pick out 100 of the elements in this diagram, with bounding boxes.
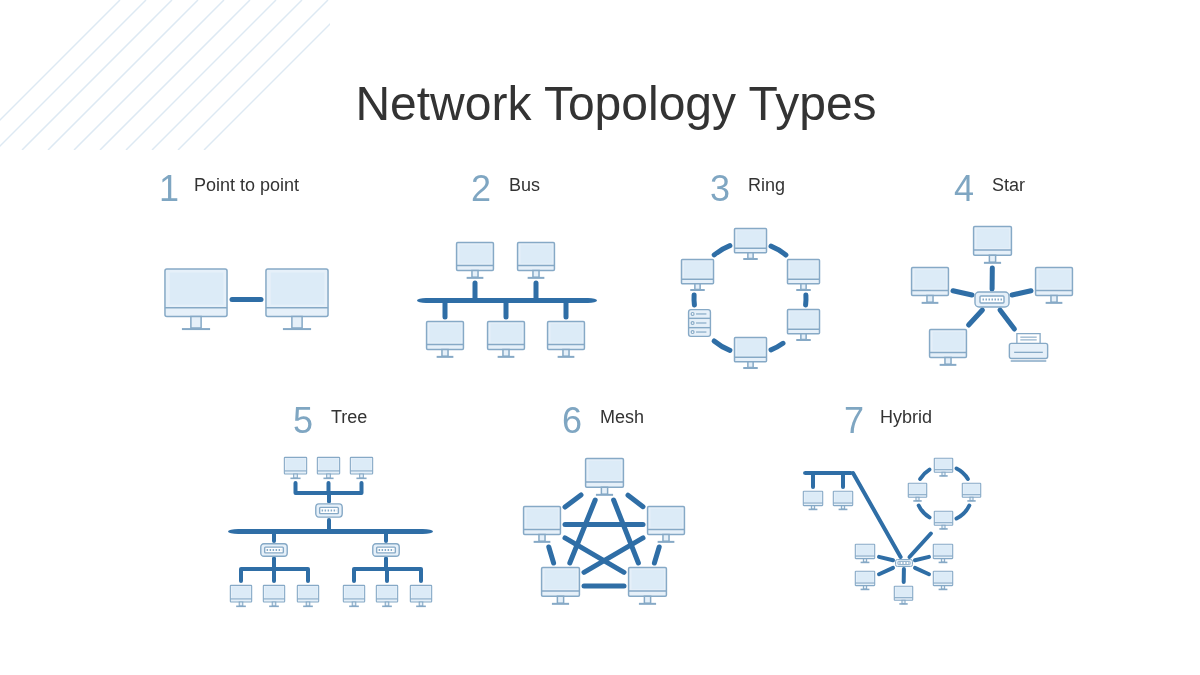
monitor-icon — [803, 491, 823, 510]
section-number: 2 — [471, 171, 492, 207]
switch-icon — [372, 543, 400, 557]
connection-line — [841, 473, 845, 489]
connection-line — [916, 503, 932, 520]
section-number: 1 — [159, 171, 180, 207]
monitor-icon — [343, 585, 365, 607]
topology-name: Star — [992, 176, 1025, 194]
connection-line — [581, 535, 646, 575]
monitor-icon — [929, 329, 967, 366]
connection-line — [768, 243, 789, 258]
connection-line — [563, 300, 569, 320]
monitor-icon — [787, 309, 820, 341]
monitor-icon — [855, 544, 875, 563]
connection-line — [562, 492, 584, 510]
connection-line — [691, 292, 697, 308]
topology-name: Bus — [509, 176, 541, 194]
monitor-icon — [284, 457, 307, 479]
connection-line — [711, 338, 733, 353]
monitor-icon — [933, 458, 953, 477]
monitor-icon — [933, 544, 953, 563]
monitor-icon — [350, 457, 373, 479]
monitor-icon — [263, 585, 285, 607]
monitor-icon — [456, 242, 494, 279]
monitor-icon — [787, 259, 820, 291]
monitor-icon — [230, 585, 252, 607]
monitor-icon — [585, 458, 624, 496]
monitor-icon — [734, 337, 767, 369]
page-title: Network Topology Types — [355, 80, 877, 128]
connection-line — [567, 497, 598, 566]
monitor-icon — [855, 571, 875, 590]
monitor-icon — [833, 491, 853, 510]
connection-line — [546, 544, 557, 566]
monitor-icon — [410, 585, 432, 607]
connection-line — [997, 307, 1017, 332]
monitor-icon — [734, 228, 767, 260]
connection-line — [384, 531, 388, 543]
server-icon — [688, 309, 711, 337]
monitor-icon — [517, 242, 555, 279]
switch-icon — [260, 543, 288, 557]
connection-line — [562, 535, 627, 575]
connection-line — [913, 565, 931, 577]
connection-line — [711, 243, 733, 258]
connection-line — [327, 518, 331, 531]
monitor-icon — [933, 571, 953, 590]
connection-line — [851, 471, 903, 559]
connection-line — [1009, 288, 1034, 298]
printer-icon — [1008, 333, 1049, 362]
connection-line — [229, 297, 264, 302]
monitor-icon — [907, 483, 927, 502]
connection-line — [877, 565, 895, 577]
monitor-icon — [911, 267, 949, 304]
monitor-icon — [961, 483, 981, 502]
connection-line — [803, 292, 809, 308]
switch-icon — [974, 291, 1010, 308]
connection-line — [954, 503, 972, 521]
connection-line — [918, 467, 932, 481]
section-number: 4 — [954, 171, 975, 207]
connection-line — [954, 466, 970, 481]
monitor-icon — [297, 585, 319, 607]
monitor-icon — [547, 321, 585, 358]
monitor-icon — [317, 457, 340, 479]
switch-icon — [895, 559, 913, 567]
connection-line — [913, 554, 931, 563]
connection-line — [533, 280, 539, 300]
monitor-icon — [487, 321, 525, 358]
connection-line — [327, 481, 364, 503]
connection-line — [950, 288, 975, 298]
connection-line — [503, 300, 509, 320]
monitor-icon — [541, 567, 580, 605]
connection-line — [907, 531, 933, 559]
connection-line — [811, 473, 815, 489]
switch-icon — [315, 503, 343, 518]
connection-line — [768, 340, 786, 353]
connection-line — [472, 280, 478, 300]
topology-name: Ring — [748, 176, 786, 194]
monitor-icon — [1035, 267, 1073, 304]
topology-name: Hybrid — [880, 408, 932, 426]
monitor-icon — [164, 268, 228, 331]
connection-line — [901, 567, 906, 584]
topology-name: Tree — [331, 408, 368, 426]
connection-line — [272, 557, 310, 583]
connection-line — [989, 265, 995, 292]
connection-line — [272, 531, 276, 543]
monitor-icon — [681, 259, 714, 291]
topology-name: Point to point — [194, 176, 300, 194]
section-number: 7 — [844, 403, 865, 439]
connection-line — [625, 492, 646, 510]
connection-line — [581, 583, 627, 589]
connection-line — [384, 557, 423, 583]
connection-line — [562, 522, 646, 527]
connection-line — [442, 300, 448, 320]
connection-line — [651, 544, 662, 566]
monitor-icon — [933, 511, 953, 530]
section-number: 5 — [293, 403, 314, 439]
connection-line — [611, 497, 641, 566]
topology-name: Mesh — [600, 408, 644, 426]
monitor-icon — [647, 506, 685, 543]
monitor-icon — [894, 586, 913, 605]
monitor-icon — [973, 226, 1012, 264]
